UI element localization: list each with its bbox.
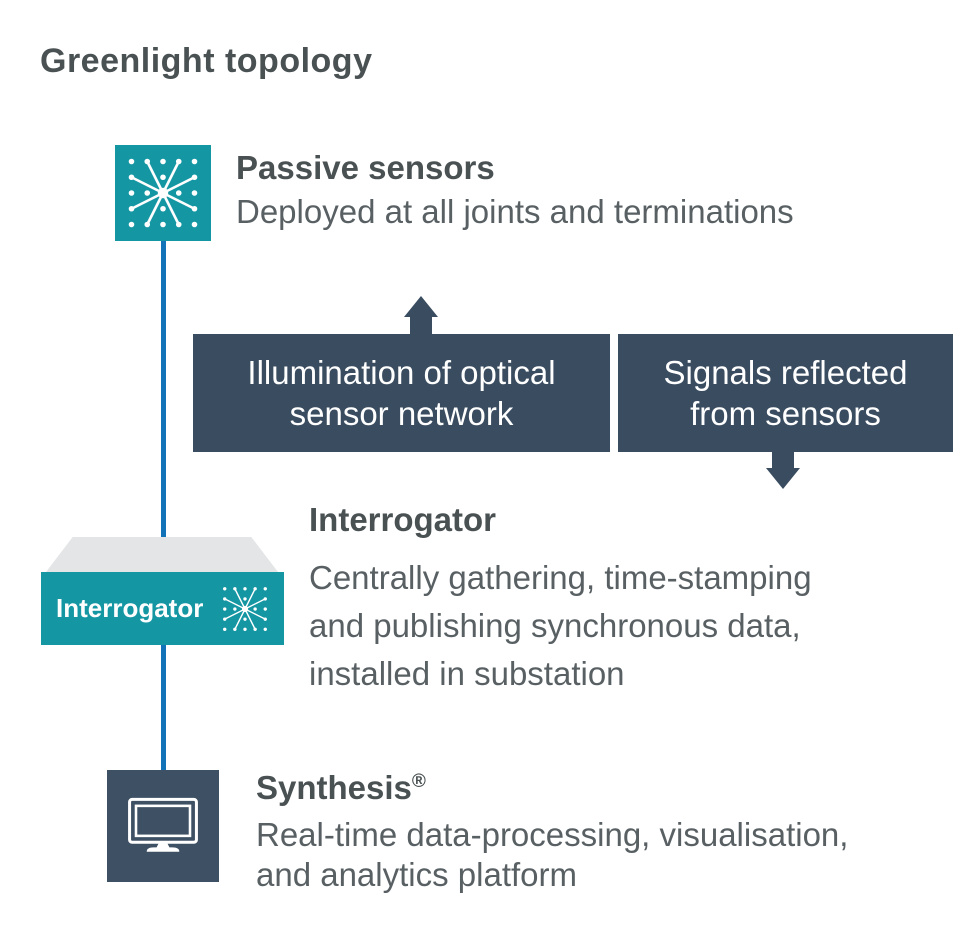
synthesis-heading: Synthesis® [256,769,426,806]
flow-signals-line2: from sensors [690,395,881,432]
interrogator-device-lid [46,537,278,572]
passive-sensor-node [115,145,211,241]
interrogator-description-line3: installed in substation [309,655,625,692]
synthesis-description-line1: Real-time data-processing, visualisation… [256,816,849,853]
interrogator-device: Interrogator [41,572,284,645]
interrogator-heading: Interrogator [309,501,497,538]
passive-sensors-heading: Passive sensors [236,149,495,186]
flow-signals-line1: Signals reflected [663,354,908,391]
interrogator-device-label: Interrogator [56,593,204,623]
registered-trademark: ® [411,771,426,792]
passive-sensors-description: Deployed at all joints and terminations [236,193,794,230]
synthesis-description-line2: and analytics platform [256,856,577,893]
flow-illumination-line1: Illumination of optical [247,354,556,391]
fiber-line-bottom [161,645,166,771]
interrogator-description-line2: and publishing synchronous data, [309,607,801,644]
synthesis-node [107,770,219,882]
arrow-down-icon [766,451,800,489]
monitor-icon [128,797,198,852]
flow-label-signals: Signals reflected from sensors [618,334,953,452]
arrow-up-icon [404,296,438,335]
flow-label-illumination: Illumination of optical sensor network [193,334,610,452]
page-title: Greenlight topology [40,42,373,80]
flow-illumination-line2: sensor network [289,395,514,432]
interrogator-description-line1: Centrally gathering, time-stamping [309,559,812,596]
starburst-sensor-icon [223,586,267,631]
fiber-line-top [161,239,166,539]
passive-sensors-text: Passive sensors Deployed at all joints a… [236,146,794,234]
synthesis-text: Synthesis® Real-time data-processing, vi… [256,760,848,895]
starburst-sensor-icon [128,158,198,228]
interrogator-text: Interrogator Centrally gathering, time-s… [309,498,812,698]
